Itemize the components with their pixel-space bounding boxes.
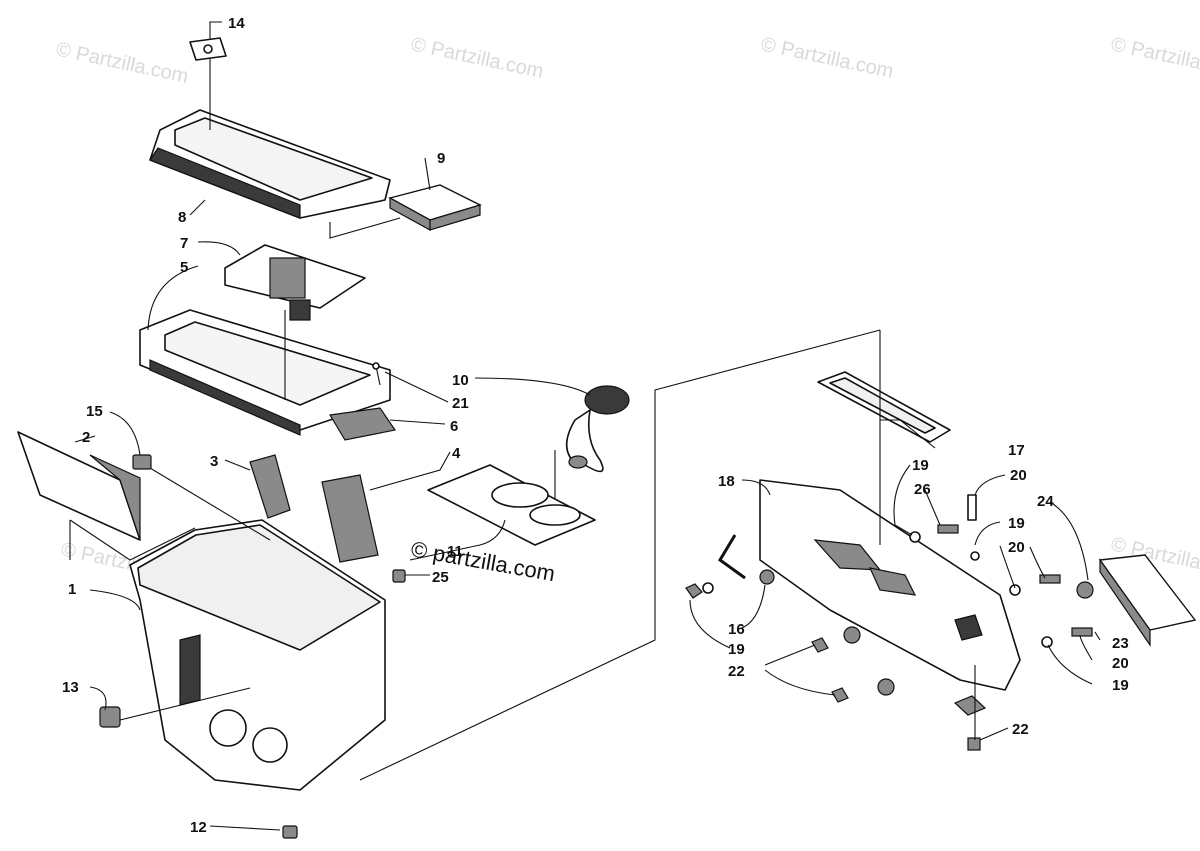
callout-20: 20 [1008,539,1025,556]
callout-11: 11 [447,543,463,560]
callout-labels: 14 9 8 7 5 10 21 6 15 2 3 4 11 25 1 13 1… [62,15,1129,836]
part-1-housing [129,519,386,791]
callout-19: 19 [1112,677,1129,694]
callout-9: 9 [437,150,445,167]
callout-19: 19 [1008,515,1025,532]
callout-12: 12 [190,819,207,836]
callout-15: 15 [86,403,103,420]
part-3-foam [249,454,291,519]
part-13-clip [99,706,121,728]
part-14-plate [189,37,227,61]
callout-13: 13 [62,679,79,696]
callout-23: 23 [1112,635,1129,652]
callout-3: 3 [210,453,218,470]
callout-10: 10 [452,372,469,389]
callout-19: 19 [728,641,745,658]
callout-17: 17 [1008,442,1025,459]
callout-26: 26 [914,481,931,498]
leader-lines [69,21,1101,831]
callout-1: 1 [68,581,76,598]
watermark: © Partzilla.com [1109,33,1200,83]
part-4-foam [321,474,379,563]
part-7-intake [224,244,366,321]
part-11-gasket [427,464,596,546]
callout-5: 5 [180,259,188,276]
callout-16: 16 [728,621,745,638]
callout-8: 8 [178,209,186,226]
callout-21: 21 [452,395,469,412]
part-8-cover [149,109,391,219]
part-5-tray [139,309,391,436]
part-21-screw [372,362,381,386]
callout-24: 24 [1037,493,1054,510]
watermark: © Partzilla.com [759,33,895,83]
small-fasteners [685,494,1094,751]
callout-20: 20 [1112,655,1129,672]
part-23-filter [1098,554,1197,647]
callout-2: 2 [82,429,90,446]
callout-22: 22 [1012,721,1029,738]
callout-7: 7 [180,235,188,252]
part-15-screw [132,454,152,470]
part-17-gasket [817,371,951,443]
callout-4: 4 [452,445,461,462]
callout-14: 14 [228,15,245,32]
callout-20: 20 [1010,467,1027,484]
part-10-elbow-duct [565,385,630,473]
callout-18: 18 [718,473,735,490]
part-6 [329,407,397,441]
part-25-screw [392,569,406,583]
part-16-bracket [718,534,775,585]
callout-25: 25 [432,569,449,586]
watermark: © Partzilla.com [409,33,545,83]
part-18-duct [759,479,1021,691]
part-9-filter [388,184,482,232]
callout-19: 19 [912,457,929,474]
part-12-fastener [282,825,298,839]
watermark: © Partzilla.com [54,38,190,88]
callout-6: 6 [450,418,458,435]
part-2-side-panel [17,431,141,541]
watermark-layer: © Partzilla.com © Partzilla.com © Partzi… [54,33,1200,588]
callout-22: 22 [728,663,745,680]
